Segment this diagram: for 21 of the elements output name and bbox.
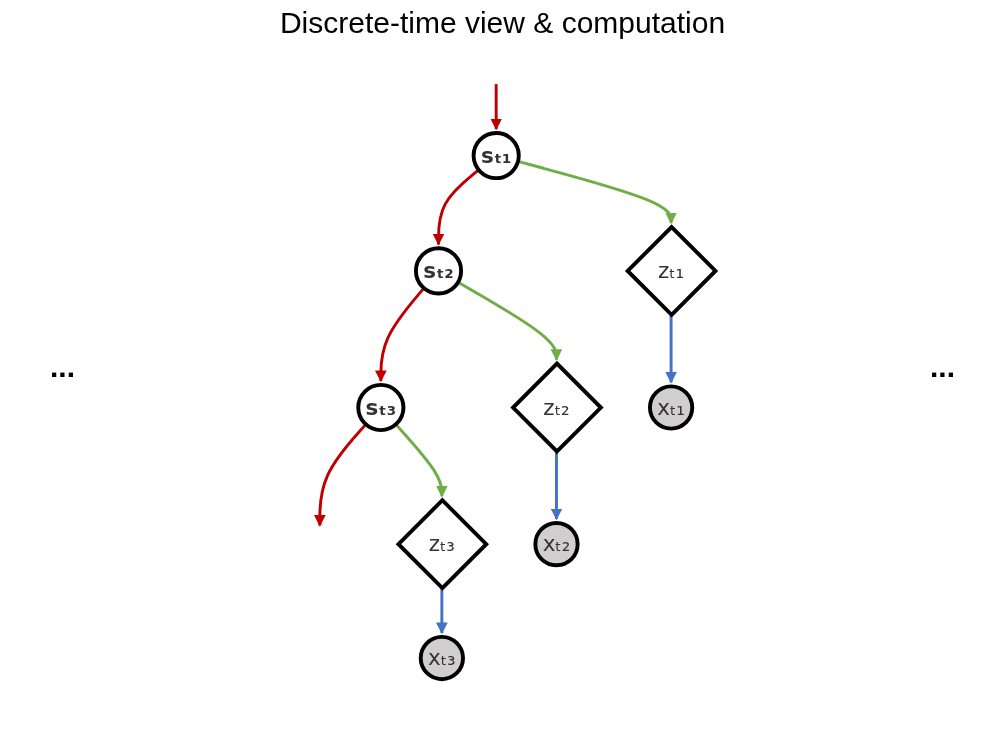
ellipsis-label: ... [49, 350, 76, 384]
arrow [435, 588, 448, 635]
node-diamond: zₜ₂ [509, 360, 604, 455]
node-circle: sₜ₂ [413, 246, 463, 296]
arrow [432, 168, 480, 246]
node-circle: xₜ₁ [647, 384, 694, 431]
arrow [313, 423, 367, 527]
arrow [550, 451, 562, 521]
arrow [394, 423, 448, 498]
diagram-title: Discrete-time view & computation [278, 6, 727, 40]
node-diamond: zₜ₃ [395, 497, 489, 591]
arrow [374, 287, 425, 383]
arrow [489, 84, 502, 131]
node-circle: xₜ₃ [418, 634, 465, 682]
node-circle: xₜ₂ [532, 521, 580, 568]
arrow [664, 314, 677, 384]
ellipsis-label: ... [929, 350, 956, 384]
node-diamond: zₜ₁ [624, 224, 718, 318]
node-circle: sₜ₁ [471, 131, 521, 181]
node-circle: sₜ₃ [355, 382, 405, 433]
arrow [456, 280, 562, 361]
